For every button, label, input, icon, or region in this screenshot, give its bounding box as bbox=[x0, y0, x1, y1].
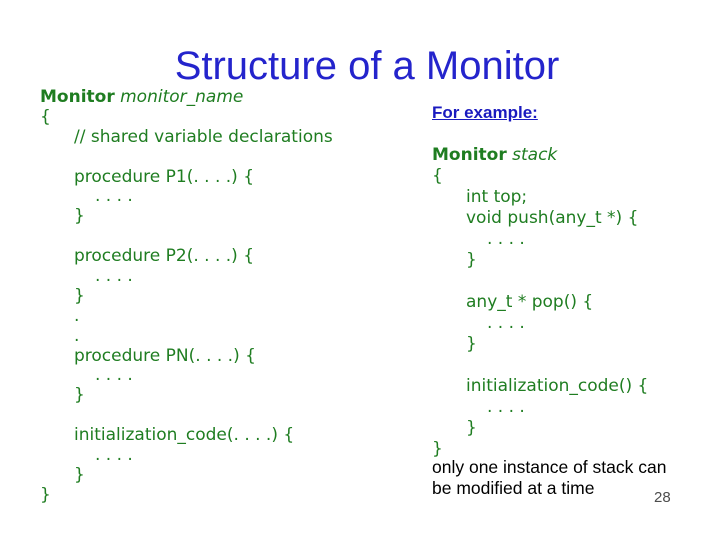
code-line: initialization_code(. . . .) { bbox=[40, 425, 333, 446]
code-text: initialization_code(. . . .) { bbox=[74, 425, 295, 446]
code-text: . . . . bbox=[487, 397, 525, 417]
code-text: { bbox=[432, 166, 443, 186]
code-text: procedure P2(. . . .) { bbox=[74, 246, 255, 267]
code-text: // shared variable declarations bbox=[74, 126, 333, 147]
code-line bbox=[40, 148, 333, 168]
code-text: . . . . bbox=[95, 266, 133, 287]
code-text: } bbox=[40, 484, 51, 505]
code-text: any_t * pop() { bbox=[466, 292, 594, 312]
code-text: } bbox=[74, 464, 85, 485]
code-keyword: Monitor bbox=[40, 87, 115, 107]
code-text: initialization_code() { bbox=[466, 376, 649, 396]
monitor-structure-code-block: Monitor monitor_name{// shared variable … bbox=[40, 87, 333, 506]
code-line bbox=[432, 271, 648, 292]
code-keyword: Monitor bbox=[432, 145, 507, 165]
code-text: } bbox=[466, 334, 477, 354]
code-line: . . . . bbox=[40, 266, 333, 287]
code-text: } bbox=[432, 439, 443, 459]
code-text: } bbox=[466, 250, 477, 270]
code-text: . bbox=[74, 325, 80, 346]
stack-example-code-block: Monitor stack{int top;void push(any_t *)… bbox=[432, 145, 648, 460]
code-line: . . . . bbox=[40, 445, 333, 466]
code-text: procedure P1(. . . .) { bbox=[74, 166, 255, 187]
code-text: } bbox=[466, 418, 477, 438]
code-line: } bbox=[432, 418, 648, 439]
note-line-2: be modified at a time bbox=[432, 478, 595, 498]
slide-title: Structure of a Monitor bbox=[174, 44, 560, 88]
code-line: } bbox=[40, 484, 333, 506]
code-line: } bbox=[40, 285, 333, 307]
page-number: 28 bbox=[654, 489, 671, 506]
code-line: Monitor monitor_name bbox=[40, 87, 333, 108]
code-line: { bbox=[432, 166, 648, 187]
code-text: . . . . bbox=[95, 445, 133, 466]
code-identifier: stack bbox=[512, 145, 558, 165]
code-text: { bbox=[40, 106, 51, 127]
code-line: int top; bbox=[432, 187, 648, 208]
code-text: . . . . bbox=[95, 186, 133, 207]
note: only one instance of stack can be modifi… bbox=[432, 457, 666, 499]
code-line: procedure PN(. . . .) { bbox=[40, 345, 333, 367]
code-line: . . . . bbox=[432, 397, 648, 418]
code-line: . bbox=[40, 325, 333, 347]
code-line: . . . . bbox=[40, 187, 333, 207]
code-line bbox=[40, 227, 333, 247]
code-text: int top; bbox=[466, 187, 528, 207]
code-identifier: monitor_name bbox=[120, 87, 244, 107]
code-line: // shared variable declarations bbox=[40, 126, 333, 148]
note-line-1: only one instance of stack can bbox=[432, 457, 667, 477]
code-line: } bbox=[40, 385, 333, 406]
code-text: } bbox=[74, 385, 85, 406]
code-line: . bbox=[40, 305, 333, 327]
code-line: } bbox=[40, 464, 333, 486]
code-text: } bbox=[74, 285, 85, 306]
code-line: } bbox=[40, 206, 333, 227]
code-text: . . . . bbox=[487, 229, 525, 249]
code-line: void push(any_t *) { bbox=[432, 208, 648, 229]
code-line: } bbox=[432, 439, 648, 460]
code-line: Monitor stack bbox=[432, 145, 648, 166]
code-text: void push(any_t *) { bbox=[466, 208, 639, 228]
code-line: initialization_code() { bbox=[432, 376, 648, 397]
code-line bbox=[432, 355, 648, 376]
code-text: . . . . bbox=[487, 313, 525, 333]
code-line: . . . . bbox=[432, 229, 648, 250]
code-line: { bbox=[40, 106, 333, 128]
code-text: . bbox=[74, 305, 80, 326]
code-line: } bbox=[432, 334, 648, 355]
code-line: } bbox=[432, 250, 648, 271]
code-line: . . . . bbox=[40, 366, 333, 386]
code-text: } bbox=[74, 206, 85, 227]
code-line: procedure P2(. . . .) { bbox=[40, 246, 333, 267]
code-line: any_t * pop() { bbox=[432, 292, 648, 313]
code-text: procedure PN(. . . .) { bbox=[74, 345, 256, 366]
code-text: . . . . bbox=[95, 365, 133, 386]
code-line: . . . . bbox=[432, 313, 648, 334]
for-example-heading: For example: bbox=[432, 103, 538, 122]
code-line: procedure P1(. . . .) { bbox=[40, 166, 333, 188]
code-line bbox=[40, 406, 333, 426]
